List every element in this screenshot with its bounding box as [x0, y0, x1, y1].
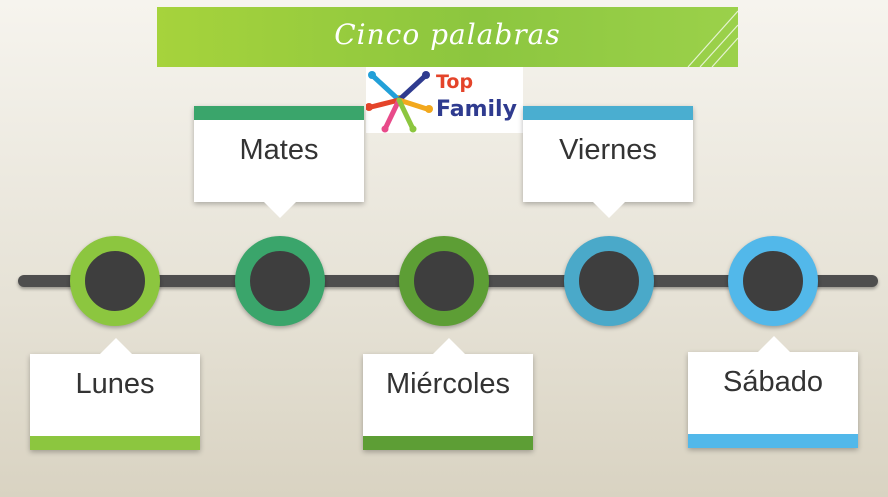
- callout-pointer: [758, 336, 790, 352]
- timeline-node-4: [564, 236, 654, 326]
- timeline-node-3: [399, 236, 489, 326]
- callout-viernes: Viernes: [523, 106, 693, 218]
- callout-label-viernes: Viernes: [559, 134, 657, 166]
- callout-mates: Mates: [194, 106, 364, 218]
- callout-accent-bar: [688, 434, 858, 448]
- callout-sabado: Sábado: [688, 336, 858, 448]
- banner-title: Cinco palabras: [334, 18, 561, 51]
- callout-accent-bar: [30, 436, 200, 450]
- callout-miercoles: Miércoles: [363, 338, 533, 450]
- timeline-node-1: [70, 236, 160, 326]
- callout-label-miercoles: Miércoles: [385, 368, 511, 400]
- callout-pointer: [100, 338, 132, 354]
- top-family-logo: Top Family: [365, 67, 523, 133]
- callout-label-lunes: Lunes: [75, 368, 155, 400]
- callout-label-mates: Mates: [239, 134, 319, 166]
- callout-pointer: [264, 202, 296, 218]
- logo-text-family: Family: [436, 97, 517, 122]
- banner-stripes-decoration: [687, 10, 738, 67]
- callout-lunes: Lunes: [30, 338, 200, 450]
- callout-accent-bar: [194, 106, 364, 120]
- callout-accent-bar: [363, 436, 533, 450]
- title-banner: Cinco palabras: [157, 7, 738, 67]
- family-figures-icon: [365, 71, 433, 133]
- logo-text-top: Top: [436, 71, 474, 93]
- callout-accent-bar: [523, 106, 693, 120]
- callout-label-sabado: Sábado: [723, 366, 823, 398]
- callout-pointer: [433, 338, 465, 354]
- callout-pointer: [593, 202, 625, 218]
- timeline-node-2: [235, 236, 325, 326]
- timeline-node-5: [728, 236, 818, 326]
